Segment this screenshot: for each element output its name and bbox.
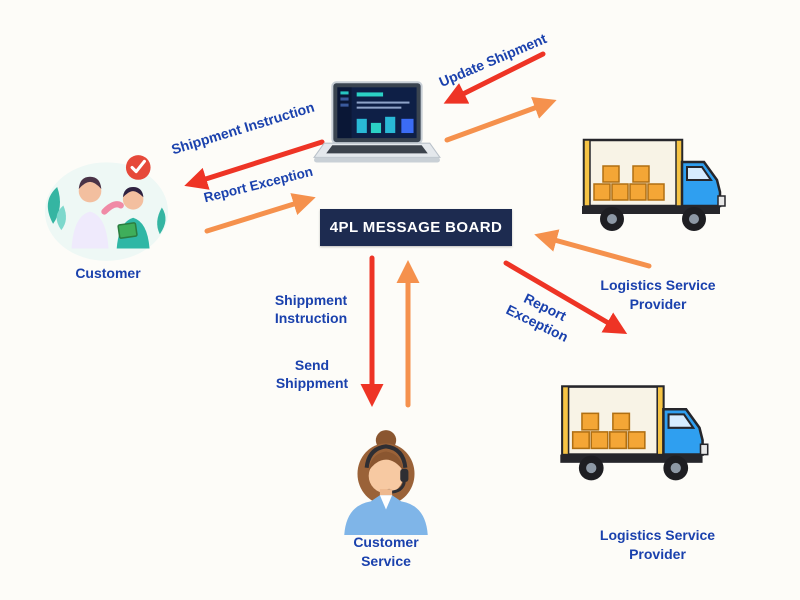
truck-wheels: [600, 207, 706, 231]
label-shippment-instruction-cs: Shippment Instruction: [274, 292, 348, 326]
customer-service-label: Customer Service: [353, 534, 419, 569]
arrow-lsp-top-to-board: [534, 229, 652, 269]
truck-chassis: [560, 454, 703, 463]
arrow-update-shipment: [443, 51, 546, 104]
cargo-box: [561, 385, 665, 456]
customer-illustration: [44, 155, 169, 261]
arrow-board-to-lsp-bottom: [503, 260, 628, 335]
agent-fringe: [368, 451, 404, 471]
truck-cab: [662, 407, 709, 456]
laptop-screen: [331, 81, 423, 145]
check-badge-icon: [125, 155, 151, 180]
customer-label: Customer: [75, 265, 141, 281]
truck-bottom-illustration: [560, 385, 709, 481]
truck-chassis: [582, 206, 720, 214]
logistics-top-label: Logistics Service Provider: [600, 277, 716, 312]
laptop-illustration: [313, 81, 441, 163]
truck-wheels: [578, 455, 689, 481]
truck-top-illustration: [582, 138, 726, 231]
plant-leaves-icon: [47, 186, 166, 235]
agent-shirt: [344, 495, 428, 535]
agent-face: [368, 458, 404, 494]
customer-service-illustration: [344, 430, 428, 535]
message-board: 4PL MESSAGE BOARD: [320, 209, 512, 246]
person-left: [71, 176, 124, 249]
laptop-base: [313, 142, 441, 163]
arrow-shippment-instruction-to-customer: [184, 139, 325, 190]
arrow-report-exception-from-customer: [204, 193, 316, 234]
logistics-bottom-label: Logistics Service Provider: [599, 527, 716, 562]
label-send-shippment: Send Shippment: [275, 357, 349, 391]
agent-neck: [379, 489, 393, 501]
person-right: [116, 186, 150, 249]
truck-cab: [680, 160, 726, 208]
message-board-title: 4PL MESSAGE BOARD: [329, 219, 503, 236]
arrow-laptop-to-lsp-top: [444, 97, 557, 143]
cargo-box: [582, 138, 684, 208]
